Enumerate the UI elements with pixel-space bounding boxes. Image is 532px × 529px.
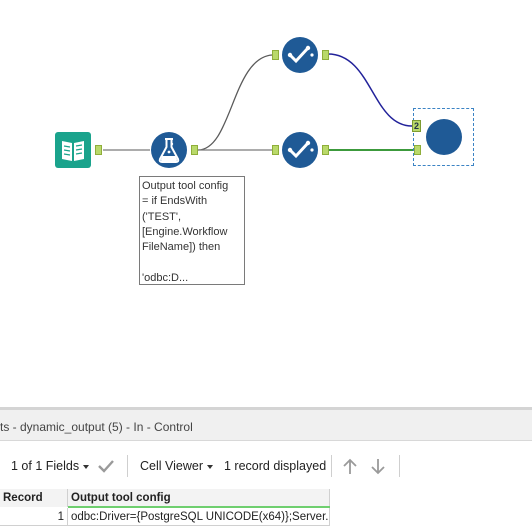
output-control-anchor[interactable]: 2 — [412, 120, 421, 132]
workflow-canvas[interactable]: 2 Output tool config = if EndsWith ('TES… — [0, 0, 532, 407]
results-grid: Record Output tool config 1 odbc:Driver=… — [0, 487, 330, 527]
checkmark-icon — [287, 45, 314, 64]
test-tool-top[interactable] — [281, 36, 319, 74]
output-input-anchor[interactable] — [414, 145, 421, 155]
flask-icon — [158, 138, 180, 163]
wire-test-top-output — [327, 53, 413, 127]
results-toolbar: 1 of 1 Fields Cell Viewer 1 record displ… — [0, 441, 532, 487]
toolbar-separator — [399, 455, 400, 477]
arrow-down-icon[interactable] — [370, 458, 386, 475]
formula-annotation: Output tool config = if EndsWith ('TEST'… — [139, 176, 245, 285]
results-title-bar: ts - dynamic_output (5) - In - Control — [0, 410, 532, 441]
circle-icon — [426, 119, 462, 155]
record-count: 1 record displayed — [224, 459, 327, 473]
test-top-output-anchor[interactable] — [322, 50, 329, 60]
arrow-up-icon[interactable] — [342, 458, 358, 475]
output-tool-selection — [413, 108, 474, 166]
output-tool-config-cell[interactable]: odbc:Driver={PostgreSQL UNICODE(x64)};Se… — [68, 508, 330, 526]
pane-splitter[interactable] — [0, 407, 532, 410]
input-tool[interactable] — [55, 132, 91, 168]
formula-output-anchor[interactable] — [191, 145, 198, 155]
checkmark-icon — [287, 140, 314, 159]
annotation-text: Output tool config = if EndsWith ('TEST'… — [142, 180, 229, 284]
fields-dropdown-icon[interactable] — [83, 465, 89, 469]
connection-wires — [103, 53, 414, 151]
formula-tool[interactable] — [150, 131, 188, 169]
input-output-anchor[interactable] — [95, 145, 102, 155]
test-top-input-anchor[interactable] — [272, 50, 279, 60]
test-bottom-input-anchor[interactable] — [272, 145, 279, 155]
book-icon — [55, 132, 91, 168]
output-tool[interactable] — [425, 118, 463, 156]
column-header-highlight — [68, 506, 330, 508]
fields-selector[interactable]: 1 of 1 Fields — [11, 459, 80, 473]
column-header-output-tool-config[interactable]: Output tool config — [68, 489, 330, 507]
cell-viewer-selector[interactable]: Cell Viewer — [140, 459, 203, 473]
record-number-cell[interactable]: 1 — [0, 508, 68, 526]
wire-formula-test-top — [197, 54, 273, 151]
cell-viewer-dropdown-icon[interactable] — [207, 465, 213, 469]
test-bottom-output-anchor[interactable] — [322, 145, 329, 155]
apply-check-icon[interactable] — [97, 458, 115, 474]
toolbar-separator — [127, 455, 128, 477]
results-title: ts - dynamic_output (5) - In - Control — [0, 420, 193, 434]
column-header-record[interactable]: Record — [0, 489, 68, 507]
toolbar-separator — [331, 455, 332, 477]
test-tool-bottom[interactable] — [281, 131, 319, 169]
